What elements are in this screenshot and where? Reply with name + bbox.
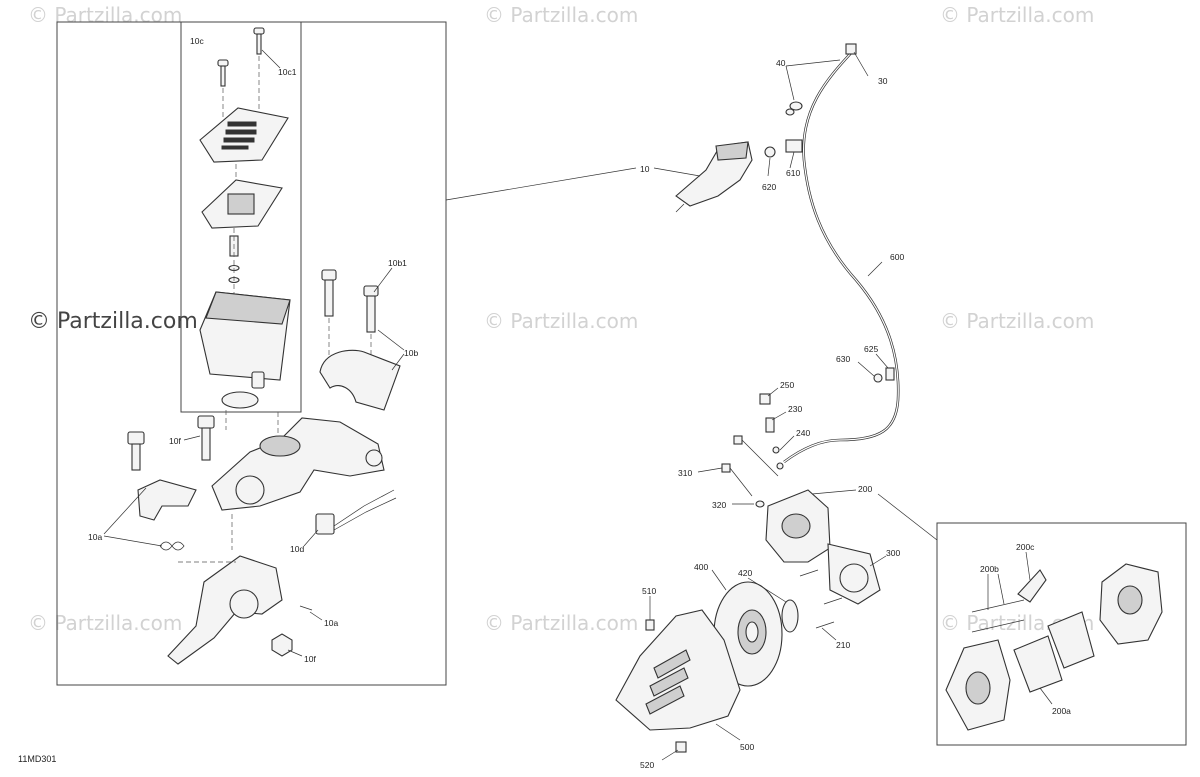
watermark-bottom-left: © Partzilla.com xyxy=(28,611,182,635)
label-310: 310 xyxy=(678,468,692,478)
label-200c: 200c xyxy=(1016,542,1035,552)
watermarks: © Partzilla.com © Partzilla.com © Partzi… xyxy=(28,3,1094,635)
bolt-10f-top xyxy=(197,415,215,461)
label-10f-bottom: 10f xyxy=(304,654,316,664)
reservoir-cap xyxy=(199,107,289,163)
diagram-code: 11MD301 xyxy=(18,754,56,764)
leader-200-to-detail xyxy=(877,493,938,541)
screw-520 xyxy=(675,741,687,753)
master-cylinder-exploded-view xyxy=(127,27,401,665)
label-210: 210 xyxy=(836,640,850,650)
label-630: 630 xyxy=(836,354,850,364)
brake-disc-400 xyxy=(713,581,783,687)
reservoir-subframe xyxy=(180,21,302,413)
bolt-310-b xyxy=(721,463,753,497)
washer-620 xyxy=(764,146,776,158)
brake-assembly-view xyxy=(615,43,900,753)
leader-lines xyxy=(103,49,1053,761)
label-230: 230 xyxy=(788,404,802,414)
label-10: 10 xyxy=(640,164,650,174)
reservoir-o-ring xyxy=(221,391,259,409)
label-10a-left: 10a xyxy=(88,532,102,542)
label-320: 320 xyxy=(712,500,726,510)
caliper-exploded-view xyxy=(945,563,1163,731)
leader-frame-to-10 xyxy=(445,167,637,201)
label-200b: 200b xyxy=(980,564,999,574)
label-10a-right: 10a xyxy=(324,618,338,628)
pin-200b-b xyxy=(971,619,1025,633)
label-10c: 10c xyxy=(190,36,204,46)
watermark-mid-center: © Partzilla.com xyxy=(484,309,638,333)
watermark-top-left: © Partzilla.com xyxy=(28,3,182,27)
label-420: 420 xyxy=(738,568,752,578)
label-30: 30 xyxy=(878,76,888,86)
label-200a: 200a xyxy=(1052,706,1071,716)
watermark-mid-right: © Partzilla.com xyxy=(940,309,1094,333)
watermark-bottom-center: © Partzilla.com xyxy=(484,611,638,635)
o-ring-420 xyxy=(781,599,799,633)
bolt-10b1-a xyxy=(321,269,337,317)
disc-guard-500 xyxy=(615,609,741,731)
label-10b: 10b xyxy=(404,348,418,358)
nut-10f-bottom xyxy=(271,633,293,657)
brake-switch-10d xyxy=(315,513,335,535)
label-10d: 10d xyxy=(290,544,304,554)
label-40: 40 xyxy=(776,58,786,68)
watermark-top-center: © Partzilla.com xyxy=(484,3,638,27)
label-510: 510 xyxy=(642,586,656,596)
screw-10c1-b xyxy=(217,59,229,87)
washer-320 xyxy=(755,500,765,508)
label-620: 620 xyxy=(762,182,776,192)
spring-10a xyxy=(159,541,185,551)
bolt-310-a xyxy=(733,435,779,477)
handlebar-clamp-10b xyxy=(319,349,401,411)
screw-10c1-a xyxy=(253,27,265,55)
label-520: 520 xyxy=(640,760,654,770)
label-10f-top: 10f xyxy=(169,436,181,446)
bracket-10a xyxy=(137,479,197,521)
watermark-top-right: © Partzilla.com xyxy=(940,3,1094,27)
brake-pad-200a-b xyxy=(1047,611,1095,669)
label-10c1: 10c1 xyxy=(278,67,297,77)
label-250: 250 xyxy=(780,380,794,390)
hose-fitting-30 xyxy=(845,43,857,55)
bolt-10a xyxy=(127,431,145,471)
label-240: 240 xyxy=(796,428,810,438)
pin-200b-a xyxy=(971,599,1025,613)
spring-clip-200c xyxy=(1017,569,1047,603)
clip-625 xyxy=(885,367,895,381)
bolt-10b1-b xyxy=(363,285,379,333)
label-625: 625 xyxy=(864,344,878,354)
label-600: 600 xyxy=(890,252,904,262)
bleeder-cap-250 xyxy=(759,393,771,405)
label-610: 610 xyxy=(786,168,800,178)
washer-630 xyxy=(873,373,883,383)
caliper-detail-frame xyxy=(936,522,1187,746)
bracket-610 xyxy=(785,139,803,153)
bleeder-screw-230 xyxy=(765,417,775,433)
screw-510 xyxy=(645,619,655,631)
brake-lever xyxy=(167,555,283,665)
label-300: 300 xyxy=(886,548,900,558)
label-400: 400 xyxy=(694,562,708,572)
bolt-210-c xyxy=(815,621,835,629)
label-500: 500 xyxy=(740,742,754,752)
brake-pad-200a-a xyxy=(1013,635,1063,693)
watermark-mid-left: © Partzilla.com xyxy=(28,309,198,334)
bolt-210-b xyxy=(823,597,843,605)
brake-hose-600 xyxy=(783,51,900,464)
label-10b1: 10b1 xyxy=(388,258,407,268)
part-labels: 10c 10c1 10b1 10b 10f 10a 10d 10a 10f 10… xyxy=(88,36,1071,770)
label-200: 200 xyxy=(858,484,872,494)
bolt-210-a xyxy=(799,569,819,577)
